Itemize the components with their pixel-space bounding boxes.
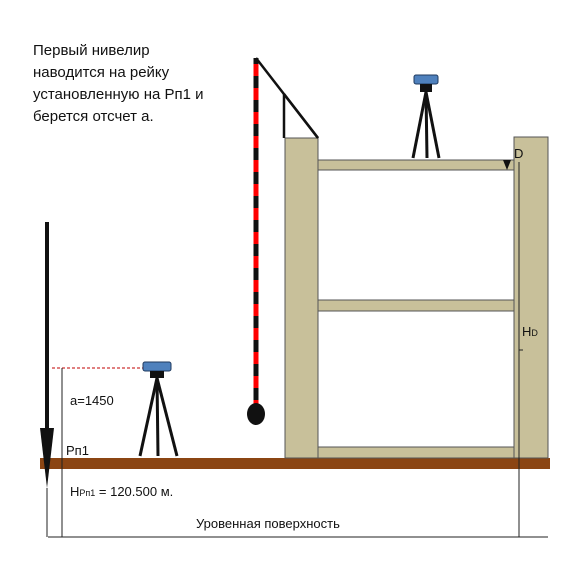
second-level-instrument <box>411 74 441 159</box>
right-wall <box>513 136 549 459</box>
height-d-subscript: D <box>531 328 538 338</box>
ground-surface <box>40 458 550 469</box>
diagram-caption: Первый нивелир наводится на рейку устано… <box>33 40 253 128</box>
benchmark-height-prefix: Н <box>70 484 80 499</box>
middle-slab <box>317 299 515 312</box>
crane-arm <box>255 57 319 139</box>
benchmark-height-value: = 120.500 м. <box>95 484 174 499</box>
suspended-rod <box>247 58 265 425</box>
benchmark-label: Рп1 <box>66 443 89 458</box>
height-d-label: НD <box>522 324 538 339</box>
caption-line: берется отсчет а. <box>33 108 154 125</box>
caption-line: установленную на Рп1 и <box>33 86 204 103</box>
level-surface-label: Уровенная поверхность <box>196 516 340 531</box>
height-d-prefix: Н <box>522 324 532 339</box>
benchmark-height-label: НРп1 = 120.500 м. <box>70 484 173 499</box>
reading-label: а=1450 <box>70 393 114 408</box>
point-d-label: D <box>514 146 524 161</box>
benchmark-height-subscript: Рп1 <box>79 488 96 498</box>
top-slab <box>317 159 515 171</box>
benchmark-stake-tip <box>40 428 54 488</box>
first-level-instrument <box>138 361 179 457</box>
caption-line: наводится на рейку <box>33 64 170 81</box>
caption-line: Первый нивелир <box>33 42 150 59</box>
left-wall <box>284 137 319 459</box>
bottom-slab <box>317 446 515 459</box>
point-d-marker <box>503 160 511 170</box>
